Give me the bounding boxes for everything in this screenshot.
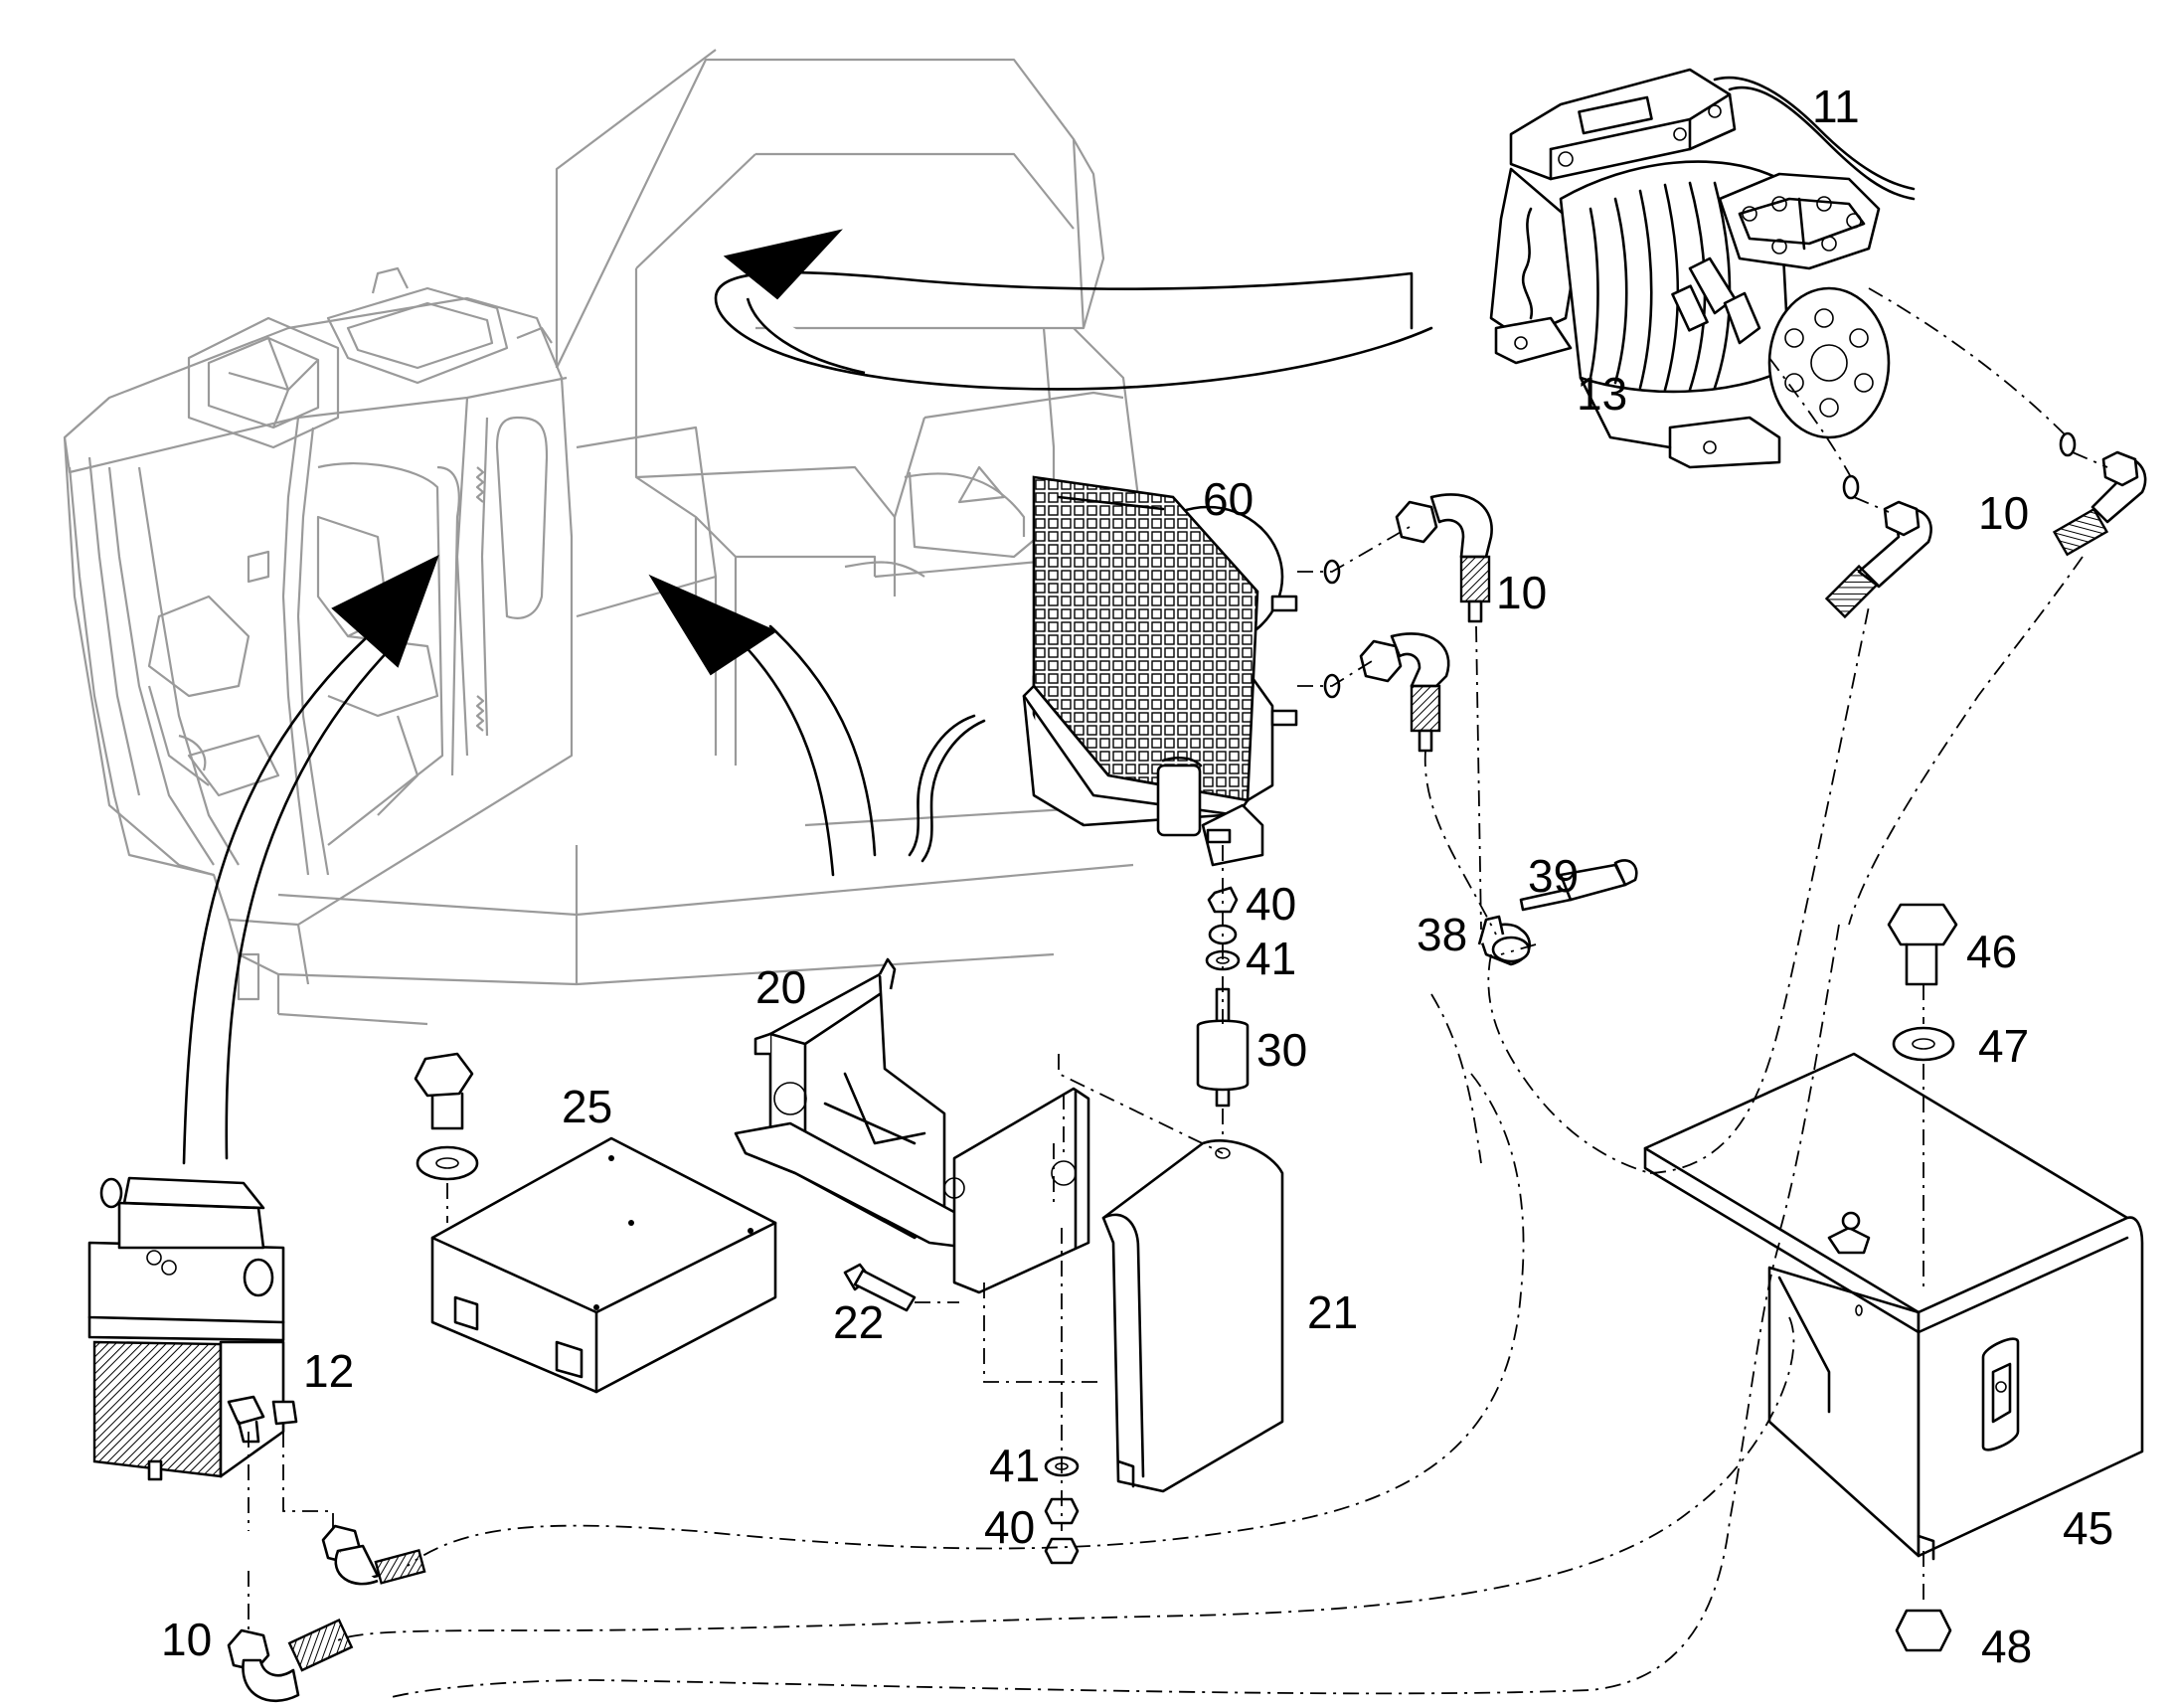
bracket [734,957,1090,1294]
cover-25 [414,1052,777,1394]
callout-47: 47 [1978,1020,2029,1072]
fasteners-right [1887,903,1958,1652]
routing-lines [248,287,2108,1699]
callout-10-lower-left: 10 [161,1614,212,1665]
callout-20: 20 [755,961,806,1013]
callout-60: 60 [1203,473,1254,525]
callout-38: 38 [1417,909,1467,960]
machine-outline [63,49,1145,1026]
callout-30: 30 [1256,1024,1307,1076]
callout-48: 48 [1981,1621,2032,1672]
hose-clip [1477,859,1638,966]
callout-39: 39 [1528,850,1579,902]
callout-21: 21 [1307,1286,1358,1338]
callout-41-upper: 41 [1246,933,1296,984]
location-arrow-top [714,229,1433,391]
callout-11: 11 [1812,81,1860,132]
callout-40-lower: 40 [984,1501,1035,1553]
toolbox-45 [1643,1052,2144,1561]
bolt-22 [843,1263,917,1312]
compressor [1489,68,1916,469]
cover-21 [1101,1139,1284,1493]
callout-46: 46 [1966,926,2017,977]
condenser [908,475,1298,867]
fasteners-center [1044,886,1250,1565]
callout-13: 13 [1577,368,1627,420]
callout-10-upper-right: 10 [1978,487,2029,539]
hose-fittings [227,431,2147,1703]
location-arrow-center [648,574,877,877]
location-arrow-cab [182,554,439,1165]
callout-45: 45 [2063,1502,2113,1554]
callout-22: 22 [833,1296,884,1348]
callout-40-upper: 40 [1246,878,1296,930]
callout-41-lower: 41 [989,1440,1040,1491]
callout-12: 12 [303,1345,354,1397]
callout-10-upper-middle: 10 [1496,567,1547,618]
evaporator [87,1176,298,1481]
callout-25: 25 [562,1081,612,1132]
callout-labels: 11 13 60 10 10 10 40 41 39 38 30 20 25 4… [161,81,2113,1672]
